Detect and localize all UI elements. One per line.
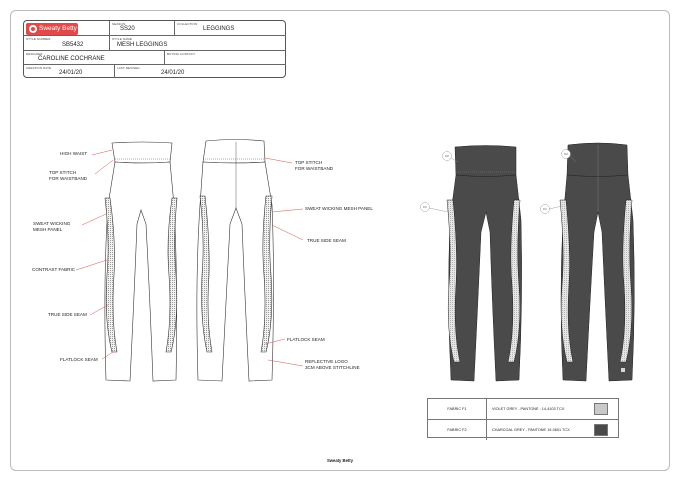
callout-reflective-logo: REFLECTIVE LOGO 3CM ABOVE STITCHLINE — [305, 359, 360, 370]
style-number-value: SB5432 — [62, 42, 84, 48]
callout-sweat-wicking-front: SWEAT WICKING MESH PANEL — [33, 221, 70, 232]
callout-top-stitch-front: TOP STITCH FOR WAISTBAND — [49, 170, 87, 181]
fabric-row-f2: FABRIC F2 CHARCOAL GREY - PANTONE 19-060… — [428, 419, 618, 440]
season-label: SEASON — [112, 22, 126, 26]
creation-date-label: CREATION DATE — [26, 66, 52, 70]
collection-label: COLLECTION — [177, 22, 198, 26]
callout-true-side-seam-back: TRUE SIDE SEAM — [307, 238, 346, 243]
designer-label: DESIGNER — [26, 52, 43, 56]
marker-f2-front: F2 — [445, 154, 449, 158]
back-mesh-panel-right — [260, 195, 273, 353]
back-view-sketch — [196, 139, 274, 382]
style-name-label: STYLE NAME — [112, 37, 133, 41]
back-colorway-body — [560, 174, 635, 382]
front-mesh-panel-left — [104, 197, 118, 353]
front-waistband — [111, 141, 173, 164]
callout-flatlock-seam-back: FLATLOCK SEAM — [287, 337, 325, 342]
back-mesh-panel-left — [199, 195, 213, 353]
back-callout-lines — [264, 157, 304, 367]
callout-flatlock-seam-front: FLATLOCK SEAM — [60, 357, 98, 362]
style-name-cell: STYLE NAME MESH LEGGINGS — [110, 36, 286, 51]
style-number-cell: STYLE NUMBER SB5432 — [24, 36, 110, 51]
callout-top-stitch-back-line1: TOP STITCH — [295, 160, 323, 165]
season-cell: SEASON SS20 — [110, 21, 175, 36]
fabric-f2-description: CHARCOAL GREY - PANTONE 19-0601 TCX — [492, 428, 570, 432]
last-revised-label: LAST REVISED — [117, 66, 140, 70]
fabric-f1-code: FABRIC F1 — [428, 399, 487, 419]
front-callout-lines — [75, 149, 114, 360]
back-colorway-sketch — [559, 142, 635, 382]
callout-reflective-logo-line2: 3CM ABOVE STITCHLINE — [305, 364, 360, 370]
marker-f1-front: F1 — [423, 205, 427, 209]
callout-top-stitch-front-line2: FOR WAISTBAND — [49, 175, 88, 181]
callout-contrast-fabric: CONTRAST FABRIC — [32, 267, 76, 272]
designer-cell: DESIGNER CAROLINE COCHRANE — [24, 51, 165, 65]
callout-top-stitch-front-line1: TOP STITCH — [49, 170, 77, 175]
last-revised-cell: LAST REVISED 24/01/20 — [115, 65, 286, 78]
creation-date-cell: CREATION DATE 24/01/20 — [24, 65, 115, 78]
front-colorway-mesh-right — [507, 199, 521, 363]
callout-top-stitch-back: TOP STITCH FOR WAISTBAND — [295, 160, 333, 171]
brand-cell: Sweaty Betty — [24, 21, 110, 36]
back-colorway-mesh-right — [619, 199, 633, 363]
spec-sheet-frame — [10, 10, 670, 471]
fabric-f1-swatch — [594, 403, 608, 415]
fabric-row-f1: FABRIC F1 VIOLET GREY - PANTONE : 14-410… — [428, 399, 618, 419]
brand-logo-text: Sweaty Betty — [39, 25, 77, 32]
back-colorway-mesh-left — [559, 199, 574, 363]
footer-brand: Sweaty Betty — [326, 458, 354, 463]
callout-top-stitch-back-line2: FOR WAISTBAND — [295, 165, 334, 171]
front-colorway-sketch — [446, 145, 522, 382]
fabric-f2-code: FABRIC F2 — [428, 420, 487, 440]
style-name-value: MESH LEGGINGS — [117, 42, 168, 48]
designer-value: CAROLINE COCHRANE — [38, 56, 105, 62]
style-number-label: STYLE NUMBER — [26, 37, 51, 41]
creation-date-value: 24/01/20 — [59, 70, 83, 76]
front-mesh-panel-right — [165, 197, 178, 353]
back-colorway-waistband — [566, 142, 629, 177]
spec-info-table: Sweaty Betty SEASON SS20 COLLECTION LEGG… — [23, 20, 286, 78]
fabric-f1-description: VIOLET GREY - PANTONE : 14-4103 TCX — [492, 407, 565, 411]
reflective-logo-mark — [621, 368, 625, 372]
marker-f2-back: F2 — [564, 152, 568, 156]
fabric-legend: FABRIC F1 VIOLET GREY - PANTONE : 14-410… — [427, 398, 619, 440]
buying-contact-cell: BUYING CONTACT — [165, 51, 286, 65]
collection-value: LEGGINGS — [203, 26, 235, 32]
callout-reflective-logo-line1: REFLECTIVE LOGO — [305, 359, 348, 364]
callout-sweat-wicking-front-line1: SWEAT WICKING — [33, 221, 71, 226]
last-revised-value: 24/01/20 — [161, 70, 185, 76]
season-value: SS20 — [120, 26, 135, 32]
back-waistband — [202, 139, 266, 164]
fabric-markers — [420, 149, 577, 214]
front-colorway-mesh-left — [446, 199, 461, 363]
front-colorway-body — [448, 174, 522, 382]
back-leggings-body — [196, 161, 274, 382]
marker-f1-back: F1 — [543, 207, 547, 211]
brand-logo: Sweaty Betty — [26, 23, 78, 35]
fabric-f2-swatch — [594, 424, 608, 436]
buying-contact-label: BUYING CONTACT — [167, 52, 196, 56]
callout-high-waist: HIGH WAIST — [60, 151, 88, 156]
brand-mark-icon — [29, 25, 37, 33]
collection-cell: COLLECTION LEGGINGS — [175, 21, 286, 36]
callout-true-side-seam-front: TRUE SIDE SEAM — [48, 312, 87, 317]
callout-sweat-wicking-back: SWEAT WICKING MESH PANEL — [305, 206, 373, 211]
front-view-sketch — [104, 141, 178, 382]
callout-sweat-wicking-front-line2: MESH PANEL — [33, 226, 63, 232]
